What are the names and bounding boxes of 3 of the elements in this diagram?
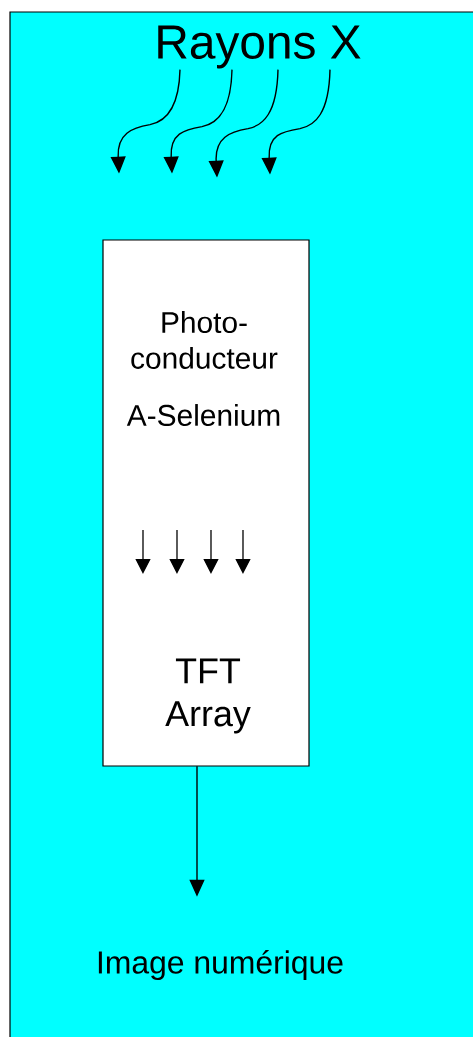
layer-box: Photo- conducteur A-Selenium TFT Array <box>102 239 310 767</box>
title-text: Rayons X <box>158 25 361 69</box>
output-text: Image numérique <box>98 949 343 981</box>
